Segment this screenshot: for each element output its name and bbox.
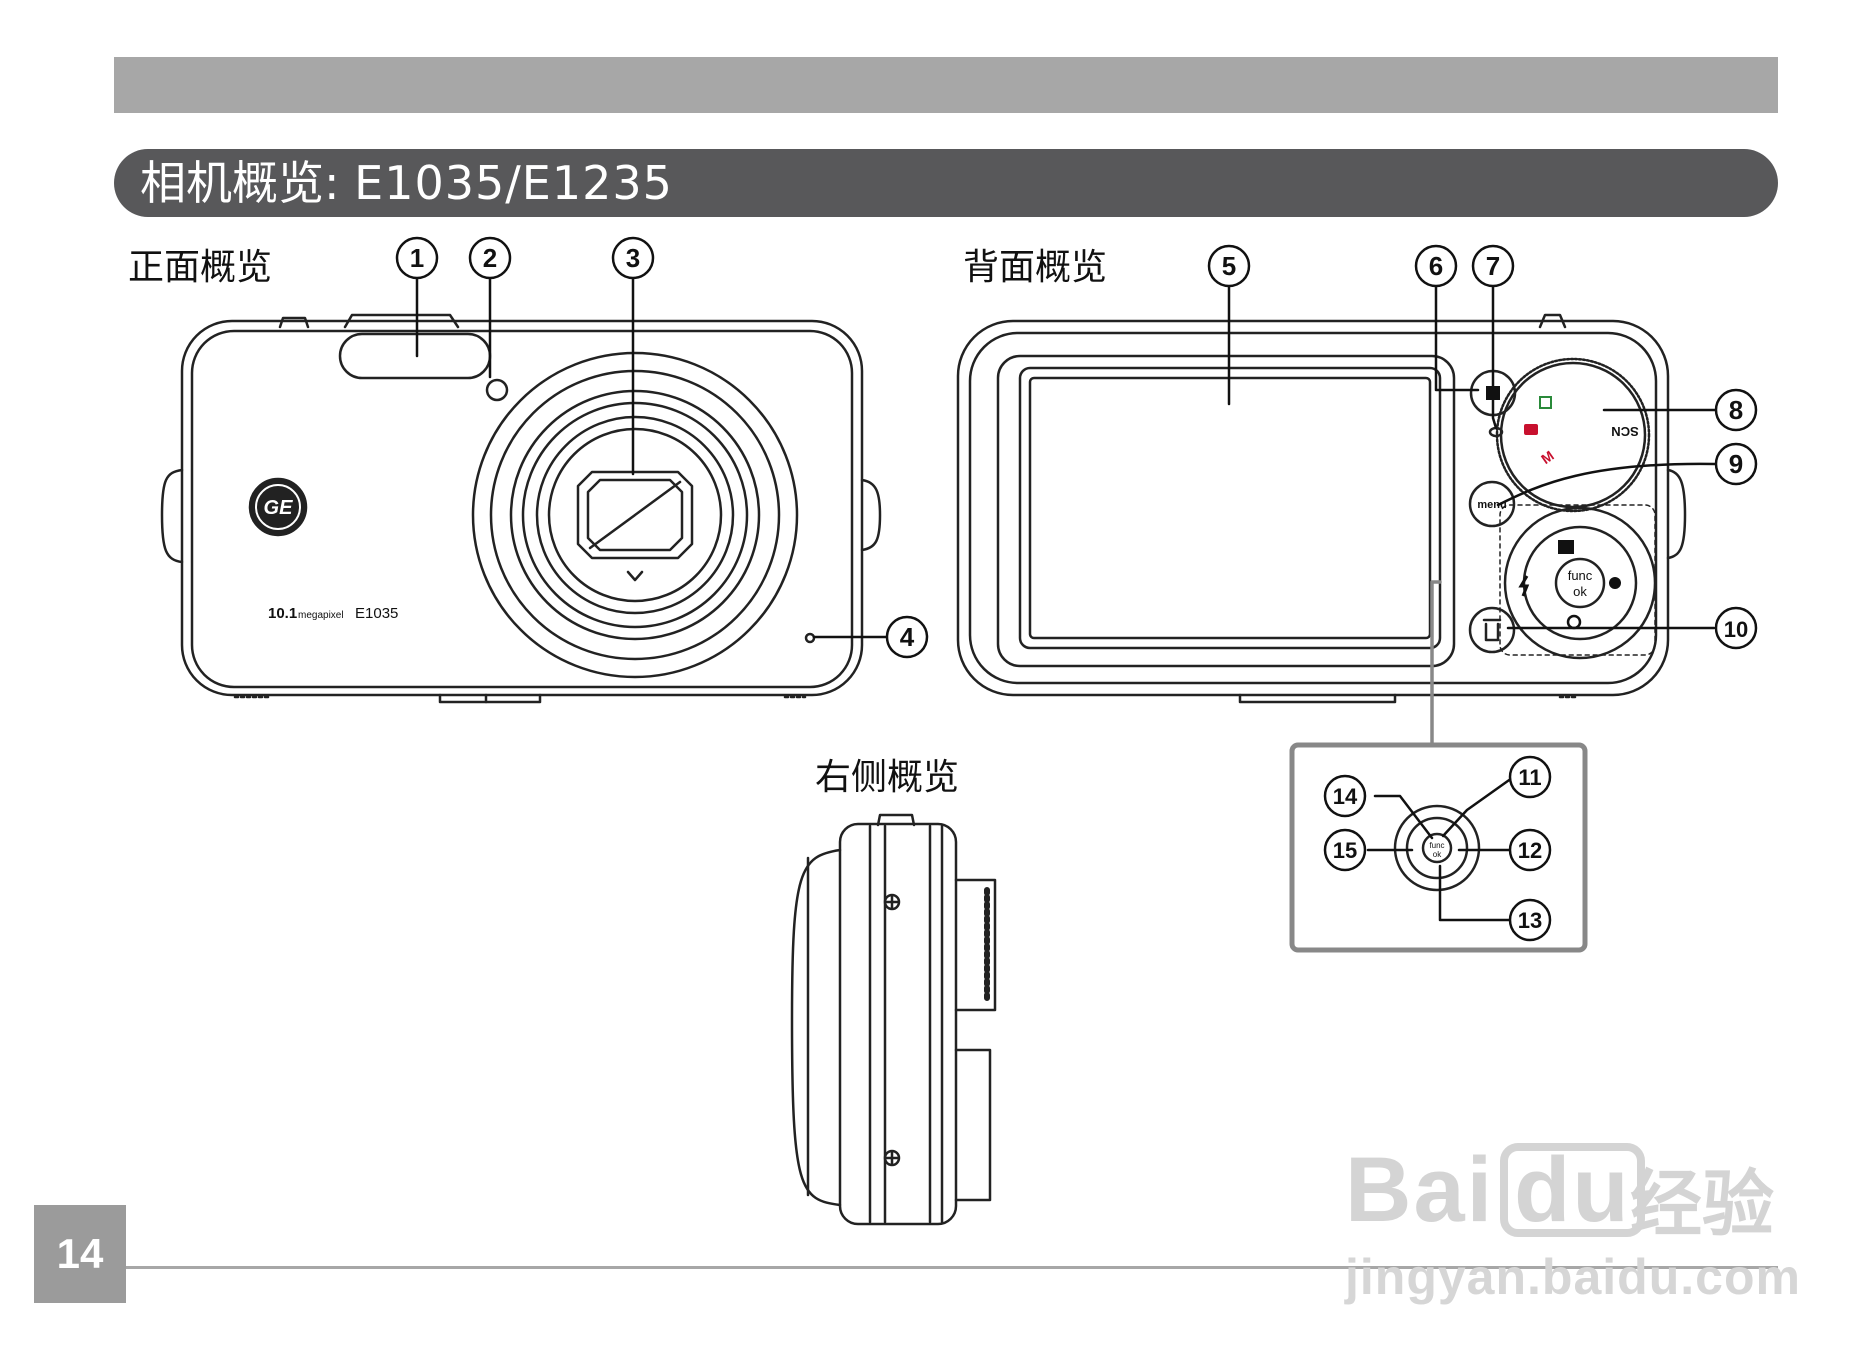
front-camera-body xyxy=(160,313,882,704)
navigation-pad xyxy=(1503,506,1657,660)
model-unit: megapixel xyxy=(298,610,344,621)
delete-button xyxy=(1468,606,1516,654)
playback-icon xyxy=(1486,386,1500,400)
self-timer-icon xyxy=(1566,614,1582,630)
callout-5: 5 xyxy=(1222,251,1236,281)
callout-14: 14 xyxy=(1333,784,1358,809)
dial-auto-icon xyxy=(1539,396,1552,409)
callout-4: 4 xyxy=(900,622,915,652)
model-mp: 10.1 xyxy=(268,605,297,622)
footer-rule xyxy=(126,1266,1778,1269)
watermark-url: jingyan.baidu.com xyxy=(1345,1249,1801,1305)
callout-8: 8 xyxy=(1729,395,1743,425)
func-label: func xyxy=(1568,568,1593,583)
ge-logo xyxy=(248,477,308,537)
menu-button xyxy=(1468,480,1516,528)
exposure-icon xyxy=(1558,540,1574,554)
zoom-navigation-pad xyxy=(1393,804,1481,892)
model-name: E1035 xyxy=(355,605,398,622)
callout-7: 7 xyxy=(1486,251,1500,281)
callout-6: 6 xyxy=(1429,251,1443,281)
callout-2: 2 xyxy=(483,243,497,273)
dial-scn-label: SCN xyxy=(1611,424,1638,439)
zoom-connector xyxy=(1430,580,1442,747)
strap-screw-bottom xyxy=(883,1149,901,1167)
mode-dial xyxy=(1495,357,1651,513)
callout-15: 15 xyxy=(1333,838,1357,863)
side-overview-label: 右侧概览 xyxy=(815,757,960,798)
watermark-brand-a: Bai xyxy=(1345,1139,1495,1241)
page-number: 14 xyxy=(56,1230,104,1277)
back-camera-body xyxy=(956,313,1687,704)
callout-3: 3 xyxy=(626,243,640,273)
ge-logo-text: GE xyxy=(264,497,294,519)
watermark-brand-b: du xyxy=(1500,1143,1645,1237)
top-band xyxy=(114,57,1778,113)
callout-numbers: 1 2 3 4 5 6 7 8 9 10 11 12 13 14 15 xyxy=(410,243,1748,933)
ok-label: ok xyxy=(1573,584,1587,599)
dial-m-label: M xyxy=(1538,447,1557,467)
page-number-box: 14 xyxy=(34,1205,126,1303)
title-bar: 相机概览: E1035/E1235 xyxy=(114,149,1778,217)
callout-circles xyxy=(395,236,1758,942)
zoom-ok-label: ok xyxy=(1433,850,1442,859)
microphone-hole xyxy=(804,632,816,644)
callout-11: 11 xyxy=(1518,765,1541,790)
title-model: E1035/E1235 xyxy=(354,156,673,210)
af-assist-lamp xyxy=(485,378,509,402)
zoom-func-label: func xyxy=(1429,841,1444,850)
dial-camera-icon xyxy=(1524,424,1538,435)
callout-9: 9 xyxy=(1729,449,1743,479)
callout-12: 12 xyxy=(1518,838,1542,863)
title-separator: : xyxy=(324,156,340,210)
callout-1: 1 xyxy=(410,243,424,273)
lcd-screen xyxy=(996,354,1456,668)
strap-screw-top xyxy=(883,893,901,911)
leader-lines xyxy=(415,274,1718,922)
flash-icon xyxy=(1518,575,1530,597)
side-camera-body xyxy=(790,813,997,1226)
callout-10: 10 xyxy=(1724,617,1748,642)
control-zoom-box xyxy=(1289,742,1588,953)
back-overview-label: 背面概览 xyxy=(963,247,1108,288)
title-cn: 相机概览 xyxy=(140,156,324,210)
macro-icon xyxy=(1609,577,1621,589)
front-overview-label: 正面概览 xyxy=(128,247,273,288)
flash-window xyxy=(338,332,492,380)
watermark-cn: 经验 xyxy=(1630,1162,1775,1246)
callout-13: 13 xyxy=(1518,908,1542,933)
trash-icon xyxy=(1482,618,1502,642)
lens-assembly xyxy=(471,351,799,679)
page-title: 相机概览: E1035/E1235 xyxy=(140,149,673,217)
menu-button-label: menu xyxy=(1477,499,1506,511)
